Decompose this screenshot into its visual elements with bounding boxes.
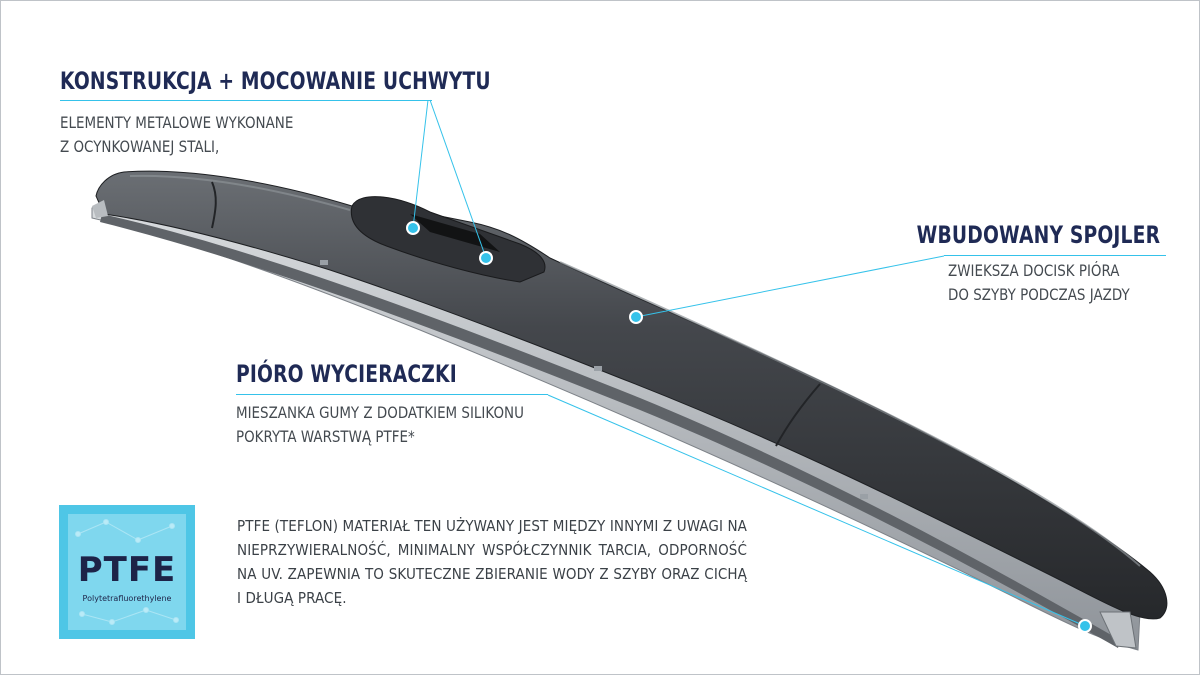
spoiler-rule xyxy=(944,255,1166,256)
spoiler-line-2: DO SZYBY PODCZAS JAZDY xyxy=(948,285,1130,304)
leader-construction-b xyxy=(429,99,487,259)
construction-description: ELEMENTY METALOWE WYKONANE Z OCYNKOWANEJ… xyxy=(60,111,293,159)
marker-spoiler xyxy=(629,310,643,324)
construction-line-2: Z OCYNKOWANEJ STALI, xyxy=(60,137,220,156)
ptfe-description: PTFE (TEFLON) MATERIAŁ TEN UŻYWANY JEST … xyxy=(237,517,747,607)
leader-spoiler xyxy=(635,255,945,318)
construction-heading: KONSTRUKCJA + MOCOWANIE UCHWYTU xyxy=(60,67,491,95)
leader-blade xyxy=(547,394,1086,627)
rail-fastener-1 xyxy=(320,260,328,265)
blade-rule xyxy=(236,394,548,395)
marker-construction-2 xyxy=(479,251,493,265)
end-cap-left xyxy=(92,200,108,218)
spoiler-heading: WBUDOWANY SPOJLER xyxy=(916,221,1160,249)
end-cap-right xyxy=(1099,611,1137,649)
segment-seam-left xyxy=(211,181,217,229)
marker-construction-1 xyxy=(406,221,420,235)
spoiler-line-1: ZWIEKSZA DOCISK PIÓRA xyxy=(948,261,1120,280)
spoiler-description: ZWIEKSZA DOCISK PIÓRA DO SZYBY PODCZAS J… xyxy=(948,259,1130,307)
rail-fastener-2 xyxy=(594,366,602,371)
leader-construction-a xyxy=(412,99,429,229)
rail-fastener-3 xyxy=(860,494,868,499)
clip-slot xyxy=(410,214,500,252)
ptfe-badge-subtitle: Polytetrafluorethylene xyxy=(82,594,172,603)
ptfe-badge: PTFE Polytetrafluorethylene xyxy=(59,505,195,639)
blade-description: MIESZANKA GUMY Z DODATKIEM SILIKONU POKR… xyxy=(236,401,524,449)
blade-line-2: POKRYTA WARSTWĄ PTFE* xyxy=(236,427,415,446)
ptfe-badge-title: PTFE xyxy=(77,550,177,590)
ptfe-badge-inner: PTFE Polytetrafluorethylene xyxy=(68,514,186,630)
marker-blade xyxy=(1078,619,1092,633)
molecule-pattern xyxy=(75,519,179,625)
blade-highlight xyxy=(129,174,1141,567)
mounting-clip xyxy=(350,196,546,283)
construction-rule xyxy=(60,100,432,101)
construction-line-1: ELEMENTY METALOWE WYKONANE xyxy=(60,113,294,132)
blade-line-1: MIESZANKA GUMY Z DODATKIEM SILIKONU xyxy=(236,403,524,422)
blade-heading: PIÓRO WYCIERACZKI xyxy=(236,360,457,388)
segment-seam-right xyxy=(775,383,821,447)
